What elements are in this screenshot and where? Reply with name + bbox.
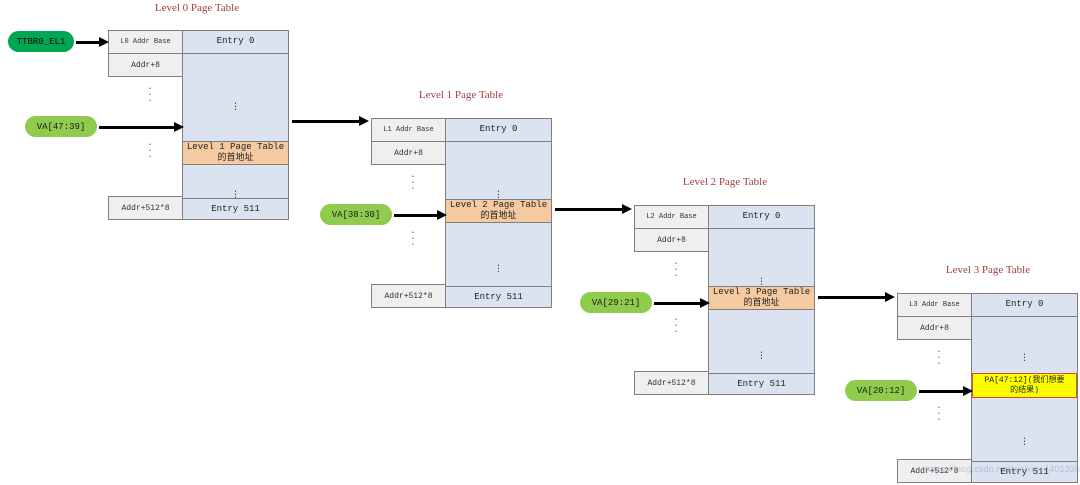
addr-ellipsis-lower-level-0: . . .: [147, 138, 153, 160]
entry-highlight-line1-level-0: Level 1 Page Table: [186, 141, 285, 152]
arrow-level-1-to-level-2: [555, 204, 632, 214]
addr-ellipsis-lower-level-1: . . .: [410, 226, 416, 248]
entry-row-first-level-3: Entry 0: [972, 294, 1077, 317]
entry-highlight-line2-level-1: 的首地址: [480, 211, 517, 221]
arrow-va-to-level-1-entry: [394, 210, 447, 220]
entry-ellipsis-lower-level-0: . . .: [232, 185, 239, 201]
entry-ellipsis-upper-level-3: . . .: [1021, 348, 1028, 364]
pill-va-47-39[interactable]: VA[47:39]: [25, 116, 97, 137]
entry-result-line1: PA[47:12](我们想要: [984, 375, 1065, 385]
arrow-ttbr-to-level-0: [76, 37, 109, 47]
addr-plus8-level-2: Addr+8: [634, 228, 709, 252]
addr-ellipsis-upper-level-1: . . .: [410, 170, 416, 192]
entry-row-highlight-level-1: Level 2 Page Table 的首地址: [446, 199, 551, 223]
entry-ellipsis-lower-level-3: . . .: [1021, 432, 1028, 448]
addr-ellipsis-upper-level-2: . . .: [673, 257, 679, 279]
table-title-level-0: Level 0 Page Table: [154, 2, 240, 14]
pill-va-20-12[interactable]: VA[20:12]: [845, 380, 917, 401]
entry-row-first-level-2: Entry 0: [709, 206, 814, 229]
addr-last-level-0: Addr+512*8: [108, 196, 183, 220]
table-title-level-1: Level 1 Page Table: [418, 89, 504, 101]
entry-highlight-line1-level-1: Level 2 Page Table: [449, 199, 548, 210]
addr-plus8-level-3: Addr+8: [897, 316, 972, 340]
entry-column-level-3: Entry 0 . . . PA[47:12](我们想要 的结果) . . . …: [971, 293, 1078, 483]
addr-base-level-0: L0 Addr Base: [108, 30, 183, 54]
entry-highlight-line2-level-0: 的首地址: [217, 153, 254, 163]
addr-base-level-1: L1 Addr Base: [371, 118, 446, 142]
entry-result-line2: 的结果): [1010, 385, 1039, 395]
addr-base-level-3: L3 Addr Base: [897, 293, 972, 317]
arrow-level-2-to-level-3: [818, 292, 895, 302]
entry-column-level-0: Entry 0 . . . Level 1 Page Table 的首地址 . …: [182, 30, 289, 220]
entry-row-last-level-3: Entry 511: [972, 461, 1077, 484]
entry-highlight-line1-level-2: Level 3 Page Table: [712, 286, 811, 297]
addr-last-level-1: Addr+512*8: [371, 284, 446, 308]
entry-row-highlight-level-2: Level 3 Page Table 的首地址: [709, 286, 814, 310]
pill-va-38-30[interactable]: VA[38:30]: [320, 204, 392, 225]
entry-row-last-level-0: Entry 511: [183, 198, 288, 221]
entry-ellipsis-lower-level-1: . . .: [495, 259, 502, 275]
pill-va-29-21[interactable]: VA[29:21]: [580, 292, 652, 313]
watermark-text: https://blog.csdn.net/weixin_44013364: [925, 464, 1080, 474]
addr-plus8-level-1: Addr+8: [371, 141, 446, 165]
addr-ellipsis-lower-level-3: . . .: [936, 401, 942, 423]
entry-row-result-level-3: PA[47:12](我们想要 的结果): [972, 373, 1077, 398]
entry-ellipsis-upper-level-2: . . .: [758, 272, 765, 288]
addr-last-level-3: Addr+512*8: [897, 459, 972, 483]
entry-ellipsis-upper-level-1: . . .: [495, 185, 502, 201]
addr-base-level-2: L2 Addr Base: [634, 205, 709, 229]
entry-column-level-1: Entry 0 . . . Level 2 Page Table 的首地址 . …: [445, 118, 552, 308]
addr-plus8-level-0: Addr+8: [108, 53, 183, 77]
entry-highlight-line2-level-2: 的首地址: [743, 298, 780, 308]
entry-ellipsis-lower-level-2: . . .: [758, 346, 765, 362]
entry-column-level-2: Entry 0 . . . Level 3 Page Table 的首地址 . …: [708, 205, 815, 395]
addr-ellipsis-upper-level-3: . . .: [936, 345, 942, 367]
entry-row-first-level-1: Entry 0: [446, 119, 551, 142]
pill-ttbr0-el1[interactable]: TTBR0_EL1: [8, 31, 74, 52]
entry-row-last-level-2: Entry 511: [709, 373, 814, 396]
entry-row-first-level-0: Entry 0: [183, 31, 288, 54]
entry-ellipsis-upper-level-0: . . .: [232, 97, 239, 113]
table-title-level-3: Level 3 Page Table: [945, 264, 1031, 276]
arrow-level-0-to-level-1: [292, 116, 369, 126]
addr-last-level-2: Addr+512*8: [634, 371, 709, 395]
arrow-va-to-level-2-entry: [654, 298, 710, 308]
addr-ellipsis-upper-level-0: . . .: [147, 82, 153, 104]
addr-ellipsis-lower-level-2: . . .: [673, 313, 679, 335]
arrow-va-to-level-3-entry: [919, 386, 973, 396]
table-title-level-2: Level 2 Page Table: [682, 176, 768, 188]
arrow-va-to-level-0-entry: [99, 122, 184, 132]
entry-row-last-level-1: Entry 511: [446, 286, 551, 309]
entry-row-highlight-level-0: Level 1 Page Table 的首地址: [183, 141, 288, 165]
